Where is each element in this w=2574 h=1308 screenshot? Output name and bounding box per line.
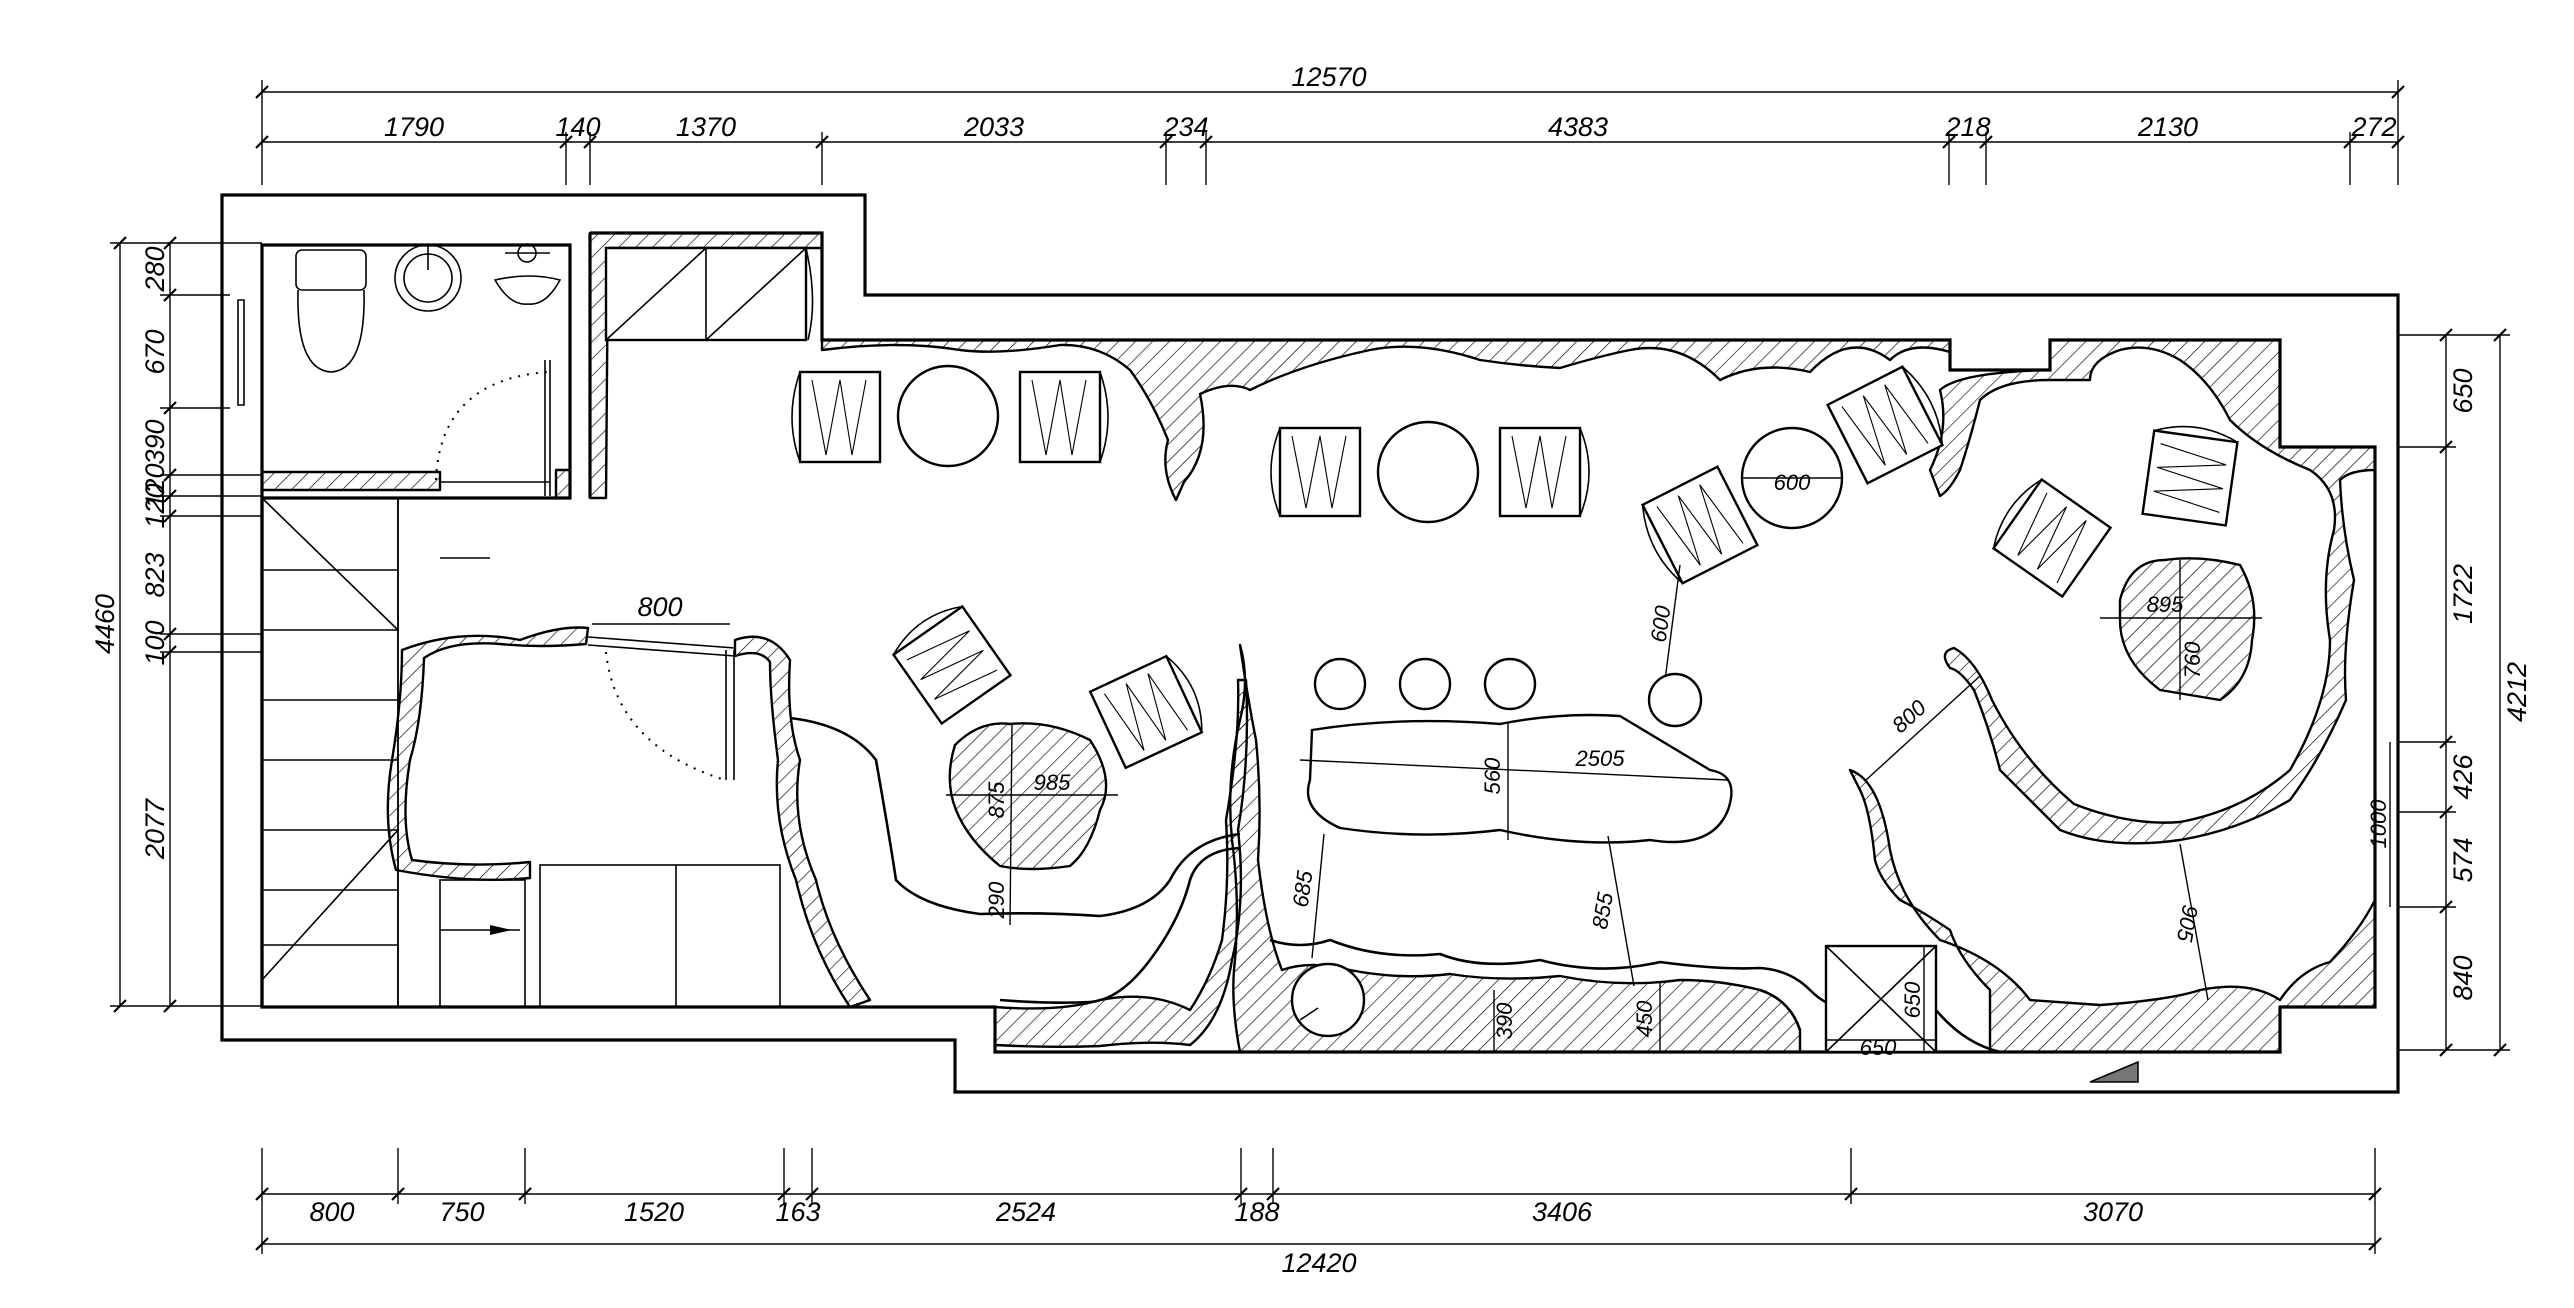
dim-right-4: 574 [2448,837,2478,882]
toilet-icon [295,249,367,373]
dim-table-600: 600 [1774,470,1811,495]
dim-gap-855: 855 [1587,890,1618,931]
dim-top-7: 218 [1944,112,1990,142]
dimension-top: 12570 1790 140 1370 2033 234 4383 218 21… [254,62,2406,185]
table-group-2 [1270,420,1590,524]
bathroom [237,243,572,500]
dim-bottom-5: 2524 [995,1197,1056,1227]
dim-left-2: 670 [140,329,170,374]
dim-top-9: 272 [2350,112,2396,142]
dim-door-width: 800 [637,592,682,622]
dim-bottom-3: 1520 [624,1197,684,1227]
dim-bottom-4: 163 [775,1197,820,1227]
dim-right-5: 840 [2448,955,2478,1000]
table-group-5: 985 875 290 [891,604,1204,926]
column-box: 650 650 [1824,944,2139,1083]
dim-top-6: 4383 [1548,112,1608,142]
dim-bottom-8: 3070 [2083,1197,2143,1227]
dim-bottom-total: 12420 [1281,1248,1356,1278]
dim-table-right-w: 895 [2147,592,2184,617]
dim-top-total: 12570 [1291,62,1366,92]
bar-counter: 2505 560 685 855 390 450 [1288,657,1733,1052]
dim-left-3: 390 [140,419,170,464]
dim-top-2: 140 [555,112,600,142]
shower-icon [493,243,562,305]
dim-left-8: 2077 [140,798,170,860]
dim-left-5: 120 [140,483,170,528]
dim-bottom-6: 188 [1234,1197,1279,1227]
dim-box-w: 650 [1860,1035,1897,1060]
dim-top-3: 1370 [676,112,736,142]
dim-top-5: 234 [1162,112,1208,142]
dim-right-3: 426 [2448,753,2478,799]
furniture: 600 600 895 760 [791,364,2391,1083]
dim-box-h: 650 [1900,981,1925,1018]
dimension-right: 650 1722 426 574 840 4212 [2398,327,2532,1058]
dim-left-4: 120 [140,463,170,508]
dim-left-1: 280 [140,246,170,292]
dim-top-4: 2033 [963,112,1024,142]
dim-right-total: 4212 [2502,662,2532,722]
sink-icon [394,244,462,312]
dim-bottom-1: 800 [309,1197,354,1227]
table-group-1 [791,364,1109,468]
dimension-left: 4460 280 670 390 120 120 823 100 2077 [90,235,262,1014]
dim-left-6: 823 [140,552,170,597]
dim-gap-450: 450 [1632,1000,1657,1037]
dim-gap-390: 390 [1492,1002,1517,1039]
dim-gap-685: 685 [1288,868,1318,909]
dim-left-total: 4460 [90,594,120,654]
small-room: 800 [386,592,872,1009]
dim-gap-800: 800 [1887,694,1932,738]
dim-chair-gap: 600 [1646,603,1676,644]
dim-right-2: 1722 [2448,564,2478,624]
dim-top-1: 1790 [384,112,444,142]
table-group-4: 895 760 [1991,425,2262,702]
dim-table-left-gap: 290 [984,881,1009,919]
dim-table-right-h: 760 [2180,641,2205,678]
dim-bottom-7: 3406 [1532,1197,1593,1227]
dim-table-left-w: 985 [1034,770,1071,795]
dim-top-8: 2130 [2137,112,2198,142]
table-group-3: 600 600 [1640,365,1945,728]
dim-table-left-h: 875 [984,781,1009,818]
dim-left-7: 100 [140,620,170,665]
storage-cabinet [588,231,824,500]
dim-bottom-2: 750 [439,1197,484,1227]
dimension-bottom: 800 750 1520 163 2524 188 3406 3070 1242… [254,1148,2383,1278]
dim-bar-depth: 560 [1480,757,1505,794]
dim-gap-1000: 1000 [2366,799,2391,849]
dim-gap-905: 905 [2172,903,2203,944]
dim-bar-length: 2505 [1575,746,1626,771]
dim-right-1: 650 [2448,368,2478,413]
